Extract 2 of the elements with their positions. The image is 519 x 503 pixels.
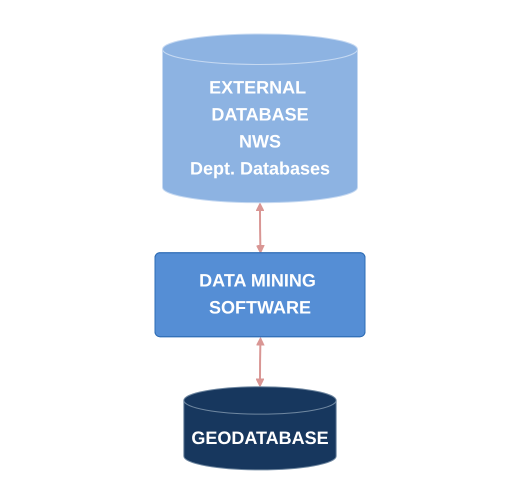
- arrow: [255, 336, 264, 387]
- arrow: [255, 202, 264, 254]
